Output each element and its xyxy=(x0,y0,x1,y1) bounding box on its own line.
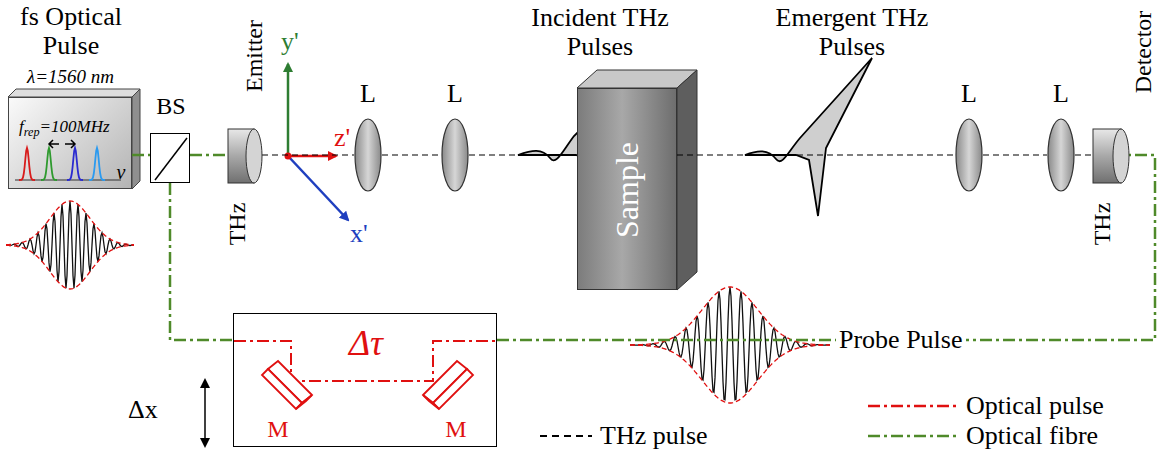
delta-x-arrow xyxy=(204,380,206,446)
cylinder-face xyxy=(246,129,262,183)
node-text: λ=1560 nm xyxy=(27,67,114,88)
legend-thz-sample xyxy=(540,435,592,437)
lens: L xyxy=(1047,118,1075,192)
lens-shape xyxy=(1048,119,1074,191)
beam-splitter: BS xyxy=(150,133,190,183)
sample-top xyxy=(577,70,697,88)
optical-fibre xyxy=(190,154,228,157)
label: x' xyxy=(350,220,368,249)
label: Emergent THz Pulses xyxy=(762,4,942,61)
node-text: L xyxy=(961,80,977,109)
probe-pulse-wave xyxy=(630,287,830,403)
thz-beam xyxy=(1075,154,1093,155)
node-text: BS xyxy=(156,93,185,119)
node-text: THz xyxy=(1089,203,1115,246)
beam-splitter-drawing xyxy=(151,134,189,182)
text-line: frep=100MHz xyxy=(19,118,110,140)
thz-beam xyxy=(262,154,354,155)
label: Incident THz Pulses xyxy=(522,4,678,61)
y-axis xyxy=(287,64,290,156)
lens: L xyxy=(955,118,983,192)
splitter-diagonal xyxy=(155,138,187,180)
mirror-edge xyxy=(433,369,473,409)
legend-text: THz pulse xyxy=(600,422,708,451)
thz-detector: THzDetector xyxy=(1093,128,1129,184)
legend-text: Optical pulse xyxy=(966,392,1104,421)
lens: L xyxy=(441,118,469,192)
lens-drawing xyxy=(441,118,469,192)
legend-fibre-sample xyxy=(868,435,956,438)
lens-drawing xyxy=(955,118,983,192)
legend-optical-sample xyxy=(868,405,956,408)
axis-origin xyxy=(285,153,292,160)
comb-line xyxy=(19,148,35,180)
node-text: =100MHz xyxy=(40,117,110,136)
envelope xyxy=(6,245,134,289)
sample-block: Sample xyxy=(577,88,677,290)
envelope xyxy=(630,287,830,345)
laser-top xyxy=(8,89,140,97)
node-text: f xyxy=(19,117,24,136)
thz-beam xyxy=(677,154,955,155)
thz-detector-drawing xyxy=(1093,128,1129,184)
mirror: M xyxy=(254,359,316,443)
thz-beam xyxy=(469,154,577,155)
label: y' xyxy=(281,28,299,57)
lens-shape xyxy=(355,119,381,191)
thz-beam xyxy=(983,154,1047,155)
envelope xyxy=(630,345,830,403)
node-text: M xyxy=(445,416,466,442)
node-text: Emitter xyxy=(241,20,267,92)
comb-line xyxy=(89,148,105,180)
node-text: Δτ xyxy=(349,324,383,364)
node-text: Detector xyxy=(1130,11,1156,94)
node-text: L xyxy=(1053,80,1069,109)
legend-text: Optical fibre xyxy=(966,422,1098,451)
lens-drawing xyxy=(1047,118,1075,192)
node-text: ν xyxy=(117,161,126,183)
emergent-thz-pulse xyxy=(745,58,872,216)
thz-emitter: THzEmitter xyxy=(228,128,262,184)
node-text: rep xyxy=(24,125,40,139)
lens-shape xyxy=(956,119,982,191)
thz-emitter-drawing xyxy=(228,128,262,184)
laser-source: fs Optical Pulseλ=1560 nmfrep=100MHzν xyxy=(8,97,132,189)
mirror: M xyxy=(416,359,478,443)
sample-side xyxy=(677,70,697,290)
optical-fibre xyxy=(170,183,233,340)
spacing-arrow xyxy=(49,140,59,148)
node-text: L xyxy=(360,80,376,109)
cylinder-face xyxy=(1113,129,1129,183)
comb-line xyxy=(41,148,57,180)
label: Probe Pulse xyxy=(836,326,966,355)
lens-shape xyxy=(442,119,468,191)
x-axis xyxy=(288,156,348,220)
envelope xyxy=(6,201,134,245)
comb-line xyxy=(67,148,83,180)
node-text: fs Optical Pulse xyxy=(1,3,141,60)
laser-pulse-wave xyxy=(6,201,134,289)
laser-source-drawing xyxy=(9,98,131,188)
mirror-edge xyxy=(262,369,302,409)
lens: L xyxy=(354,118,382,192)
spacing-arrow xyxy=(65,140,75,148)
mirror-edge xyxy=(423,395,439,409)
mirror-edge xyxy=(296,395,312,409)
node-text: L xyxy=(447,80,463,109)
carrier-wave xyxy=(6,201,134,288)
lens-drawing xyxy=(354,118,382,192)
node-text: M xyxy=(267,416,288,442)
delay-line-box: ΔτM M xyxy=(233,313,497,447)
label: z' xyxy=(334,124,350,153)
node-text: Sample xyxy=(610,142,645,238)
laser-side xyxy=(132,89,140,189)
optical-fibre xyxy=(132,154,150,157)
node-text: THz xyxy=(224,203,250,246)
label: Δx xyxy=(128,396,158,425)
thz-beam xyxy=(382,154,441,155)
carrier-wave xyxy=(630,287,830,400)
